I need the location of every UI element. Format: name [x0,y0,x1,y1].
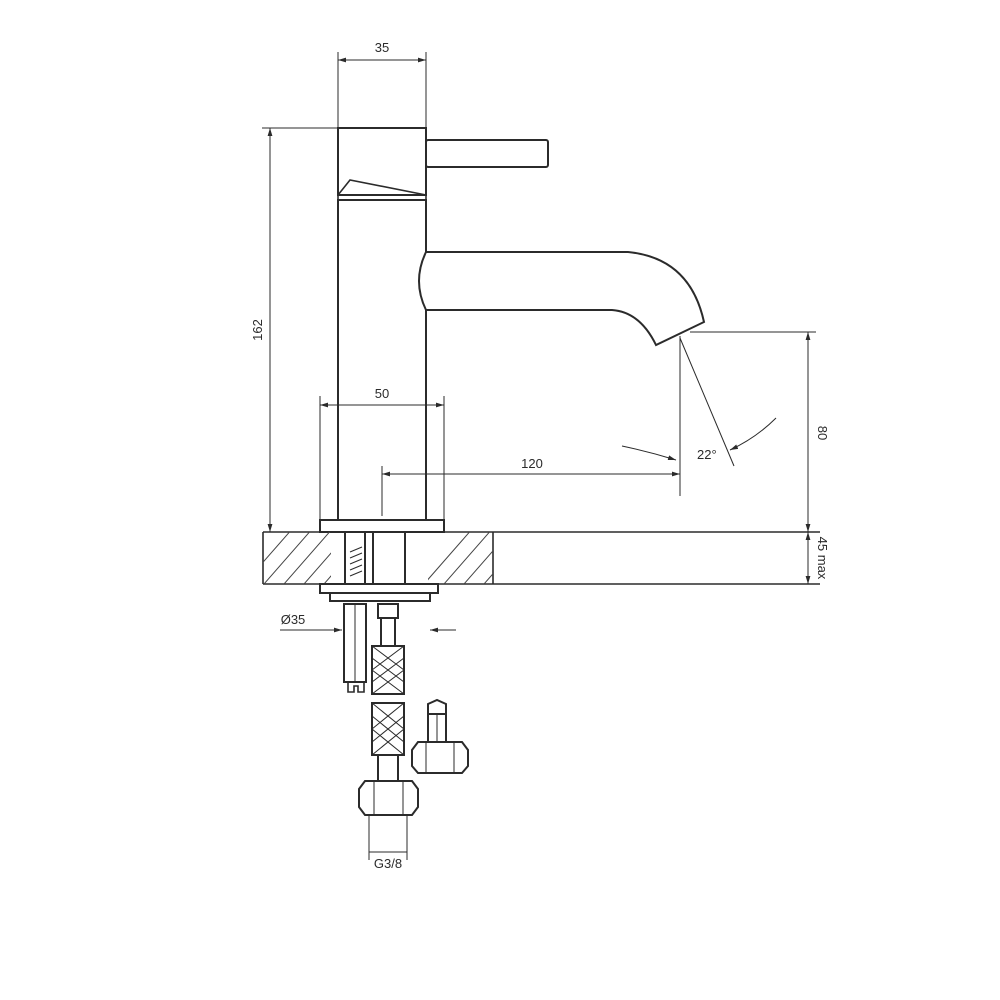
dim-thread-label: G3/8 [374,856,402,871]
dim-angle: 22° [621,337,777,467]
dim-hose-diameter-label: Ø35 [281,612,306,627]
dim-spout-height-label: 80 [815,426,830,440]
dim-hose-diameter: Ø35 [280,612,456,640]
dim-total-height-label: 162 [250,319,265,341]
dim-deck-thickness-label: 45 max [815,537,830,580]
dim-top-width-label: 35 [375,40,389,55]
dim-base-width: 50 [319,386,445,520]
dim-thread: G3/8 [368,815,408,871]
dim-base-width-label: 50 [375,386,389,401]
dim-deck-thickness: 45 max [805,532,830,584]
deck-section [262,531,820,602]
dim-total-height: 162 [250,127,338,532]
dim-reach: 120 [381,336,681,516]
dim-top-width: 35 [337,40,427,128]
supply-hoses [343,603,469,816]
dim-reach-label: 120 [521,456,543,471]
dim-angle-label: 22° [697,447,717,462]
dim-spout-height: 80 [690,331,830,532]
faucet-body [319,127,706,533]
